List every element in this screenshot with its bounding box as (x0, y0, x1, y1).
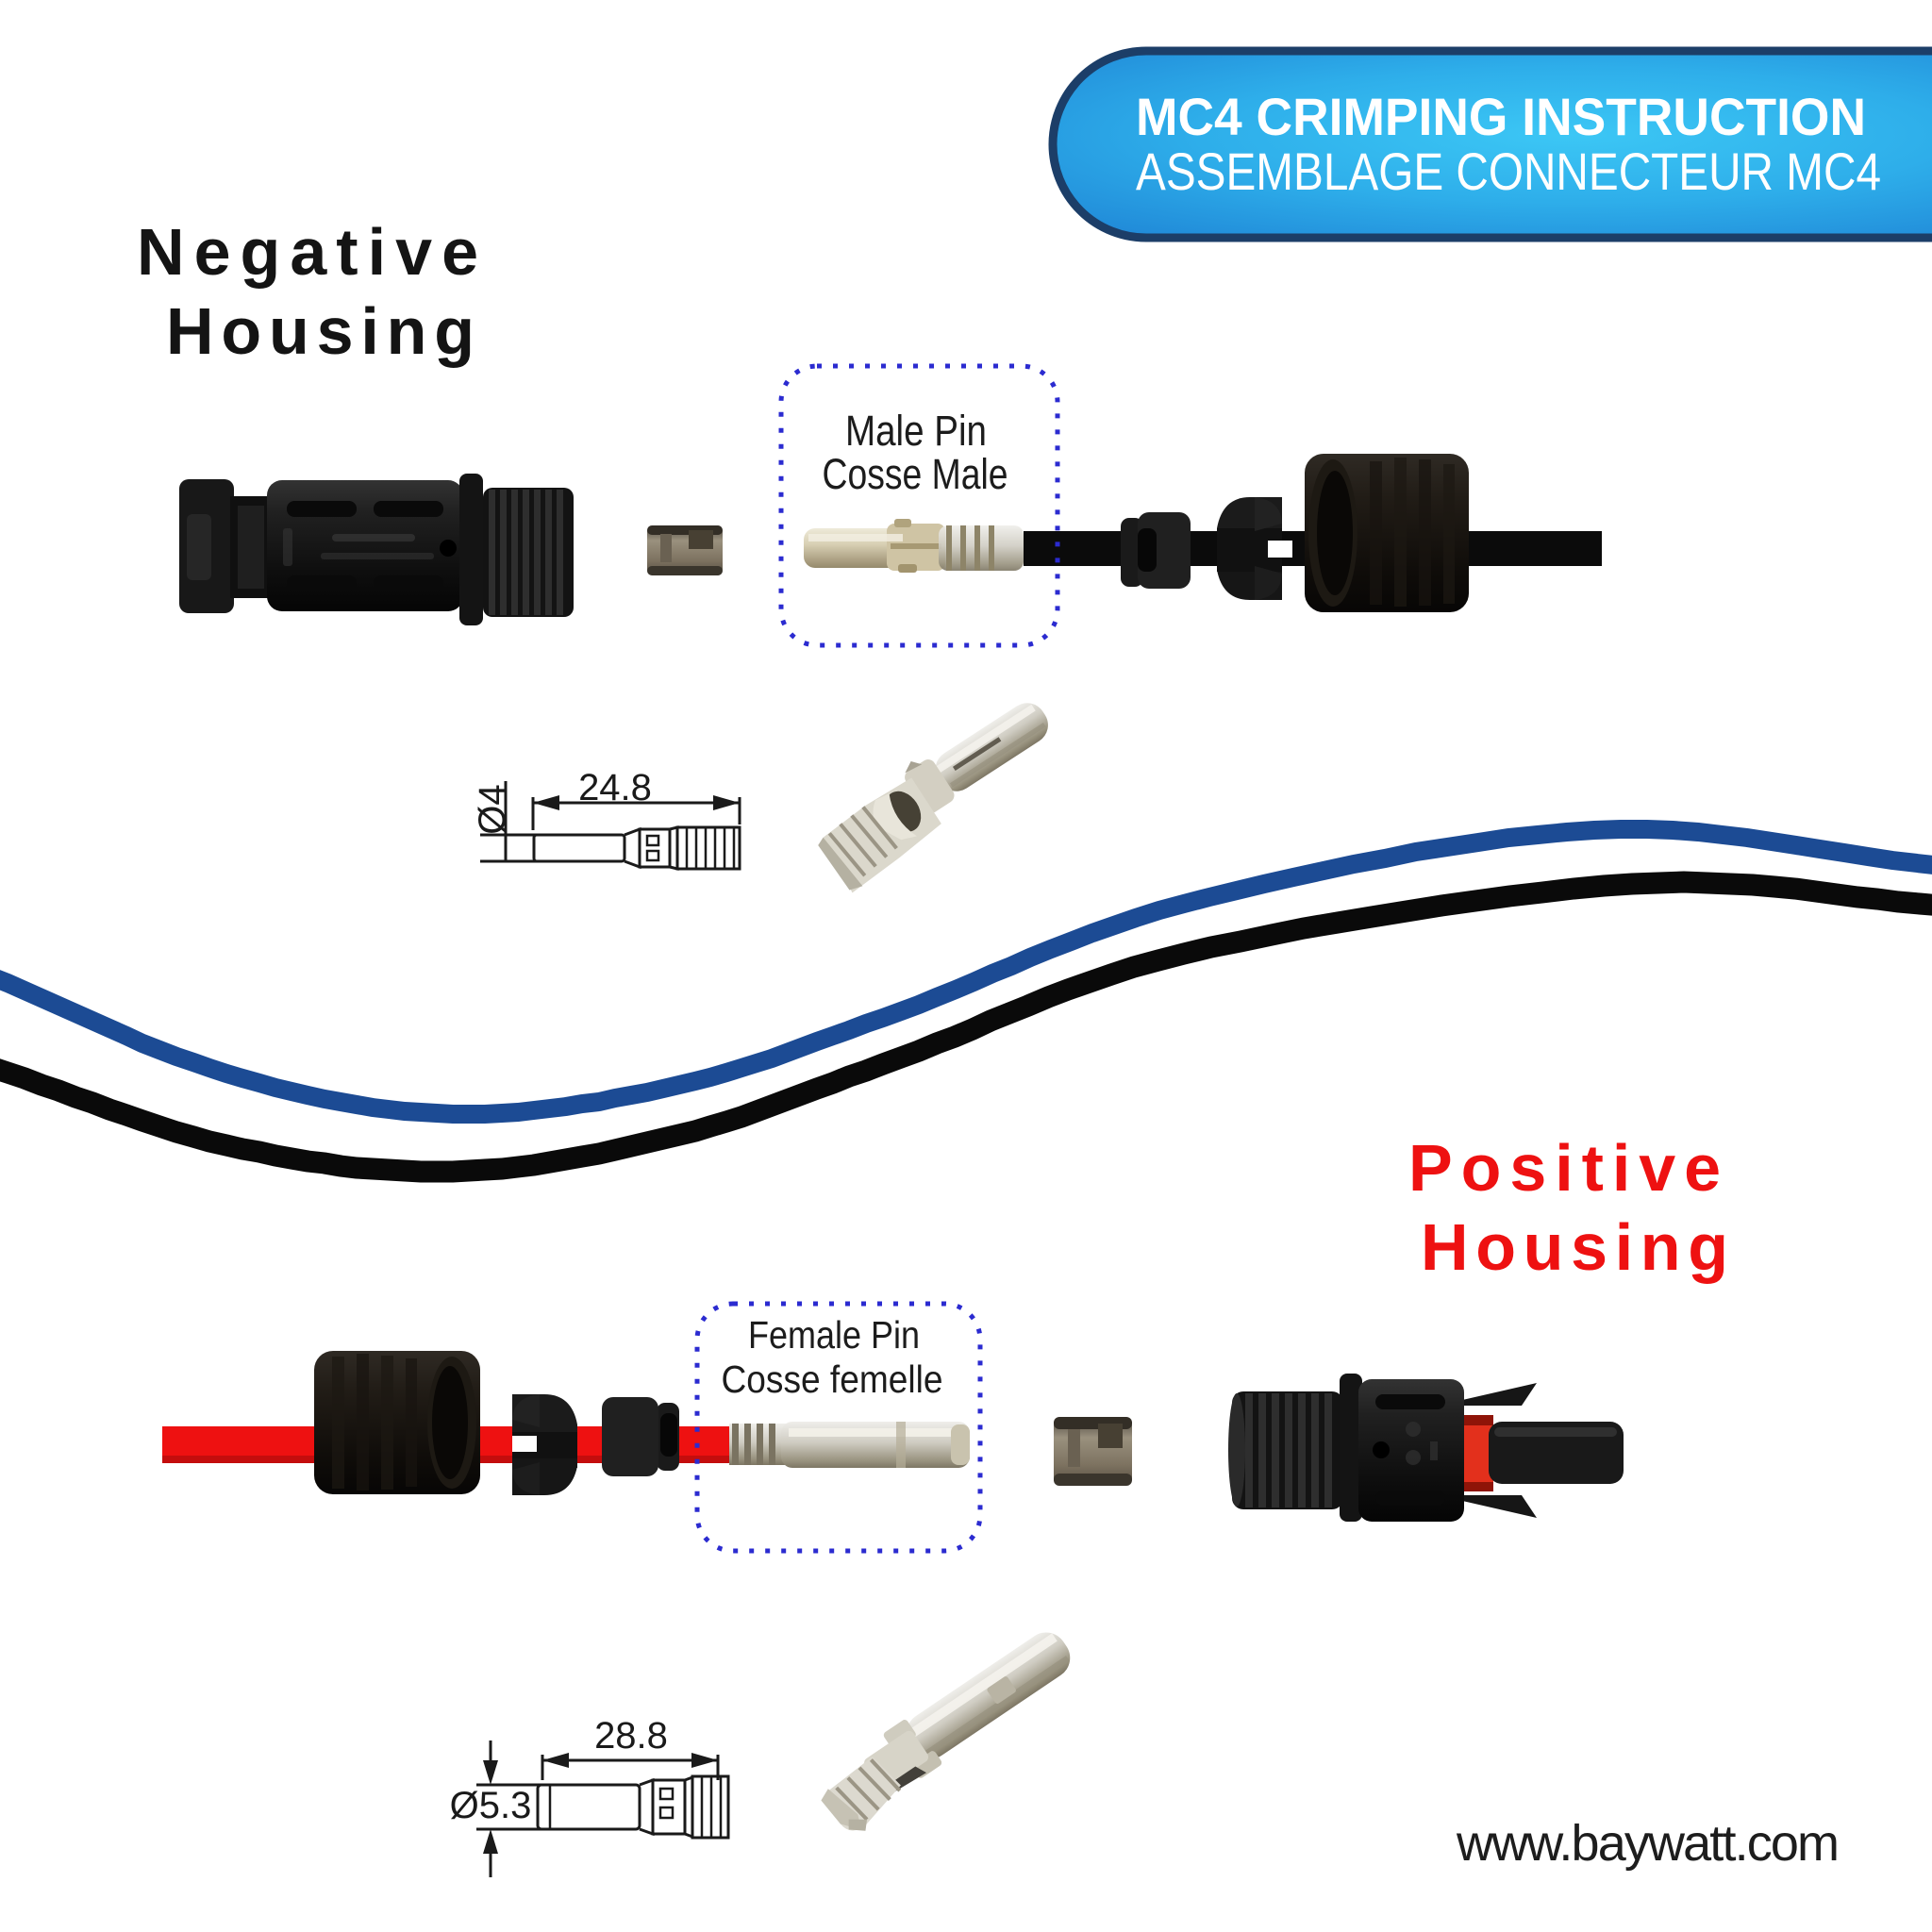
svg-text:ASSEMBLAGE CONNECTEUR MC4: ASSEMBLAGE CONNECTEUR MC4 (1136, 142, 1881, 201)
svg-text:Female Pin: Female Pin (748, 1313, 920, 1357)
svg-text:Male Pin: Male Pin (845, 407, 987, 455)
svg-text:www.baywatt.com: www.baywatt.com (1456, 1815, 1840, 1872)
svg-text:24.8: 24.8 (578, 767, 652, 808)
svg-text:Ø5.3: Ø5.3 (450, 1785, 532, 1826)
svg-text:Negative: Negative (137, 215, 478, 289)
svg-text:Cosse femelle: Cosse femelle (722, 1357, 943, 1401)
svg-text:Housing: Housing (1421, 1210, 1728, 1284)
svg-text:Cosse Male: Cosse Male (823, 450, 1008, 498)
svg-text:Positive: Positive (1408, 1131, 1721, 1205)
svg-text:Housing: Housing (166, 294, 475, 368)
svg-text:28.8: 28.8 (594, 1715, 668, 1757)
svg-text:MC4 CRIMPING INSTRUCTION: MC4 CRIMPING INSTRUCTION (1136, 87, 1866, 146)
